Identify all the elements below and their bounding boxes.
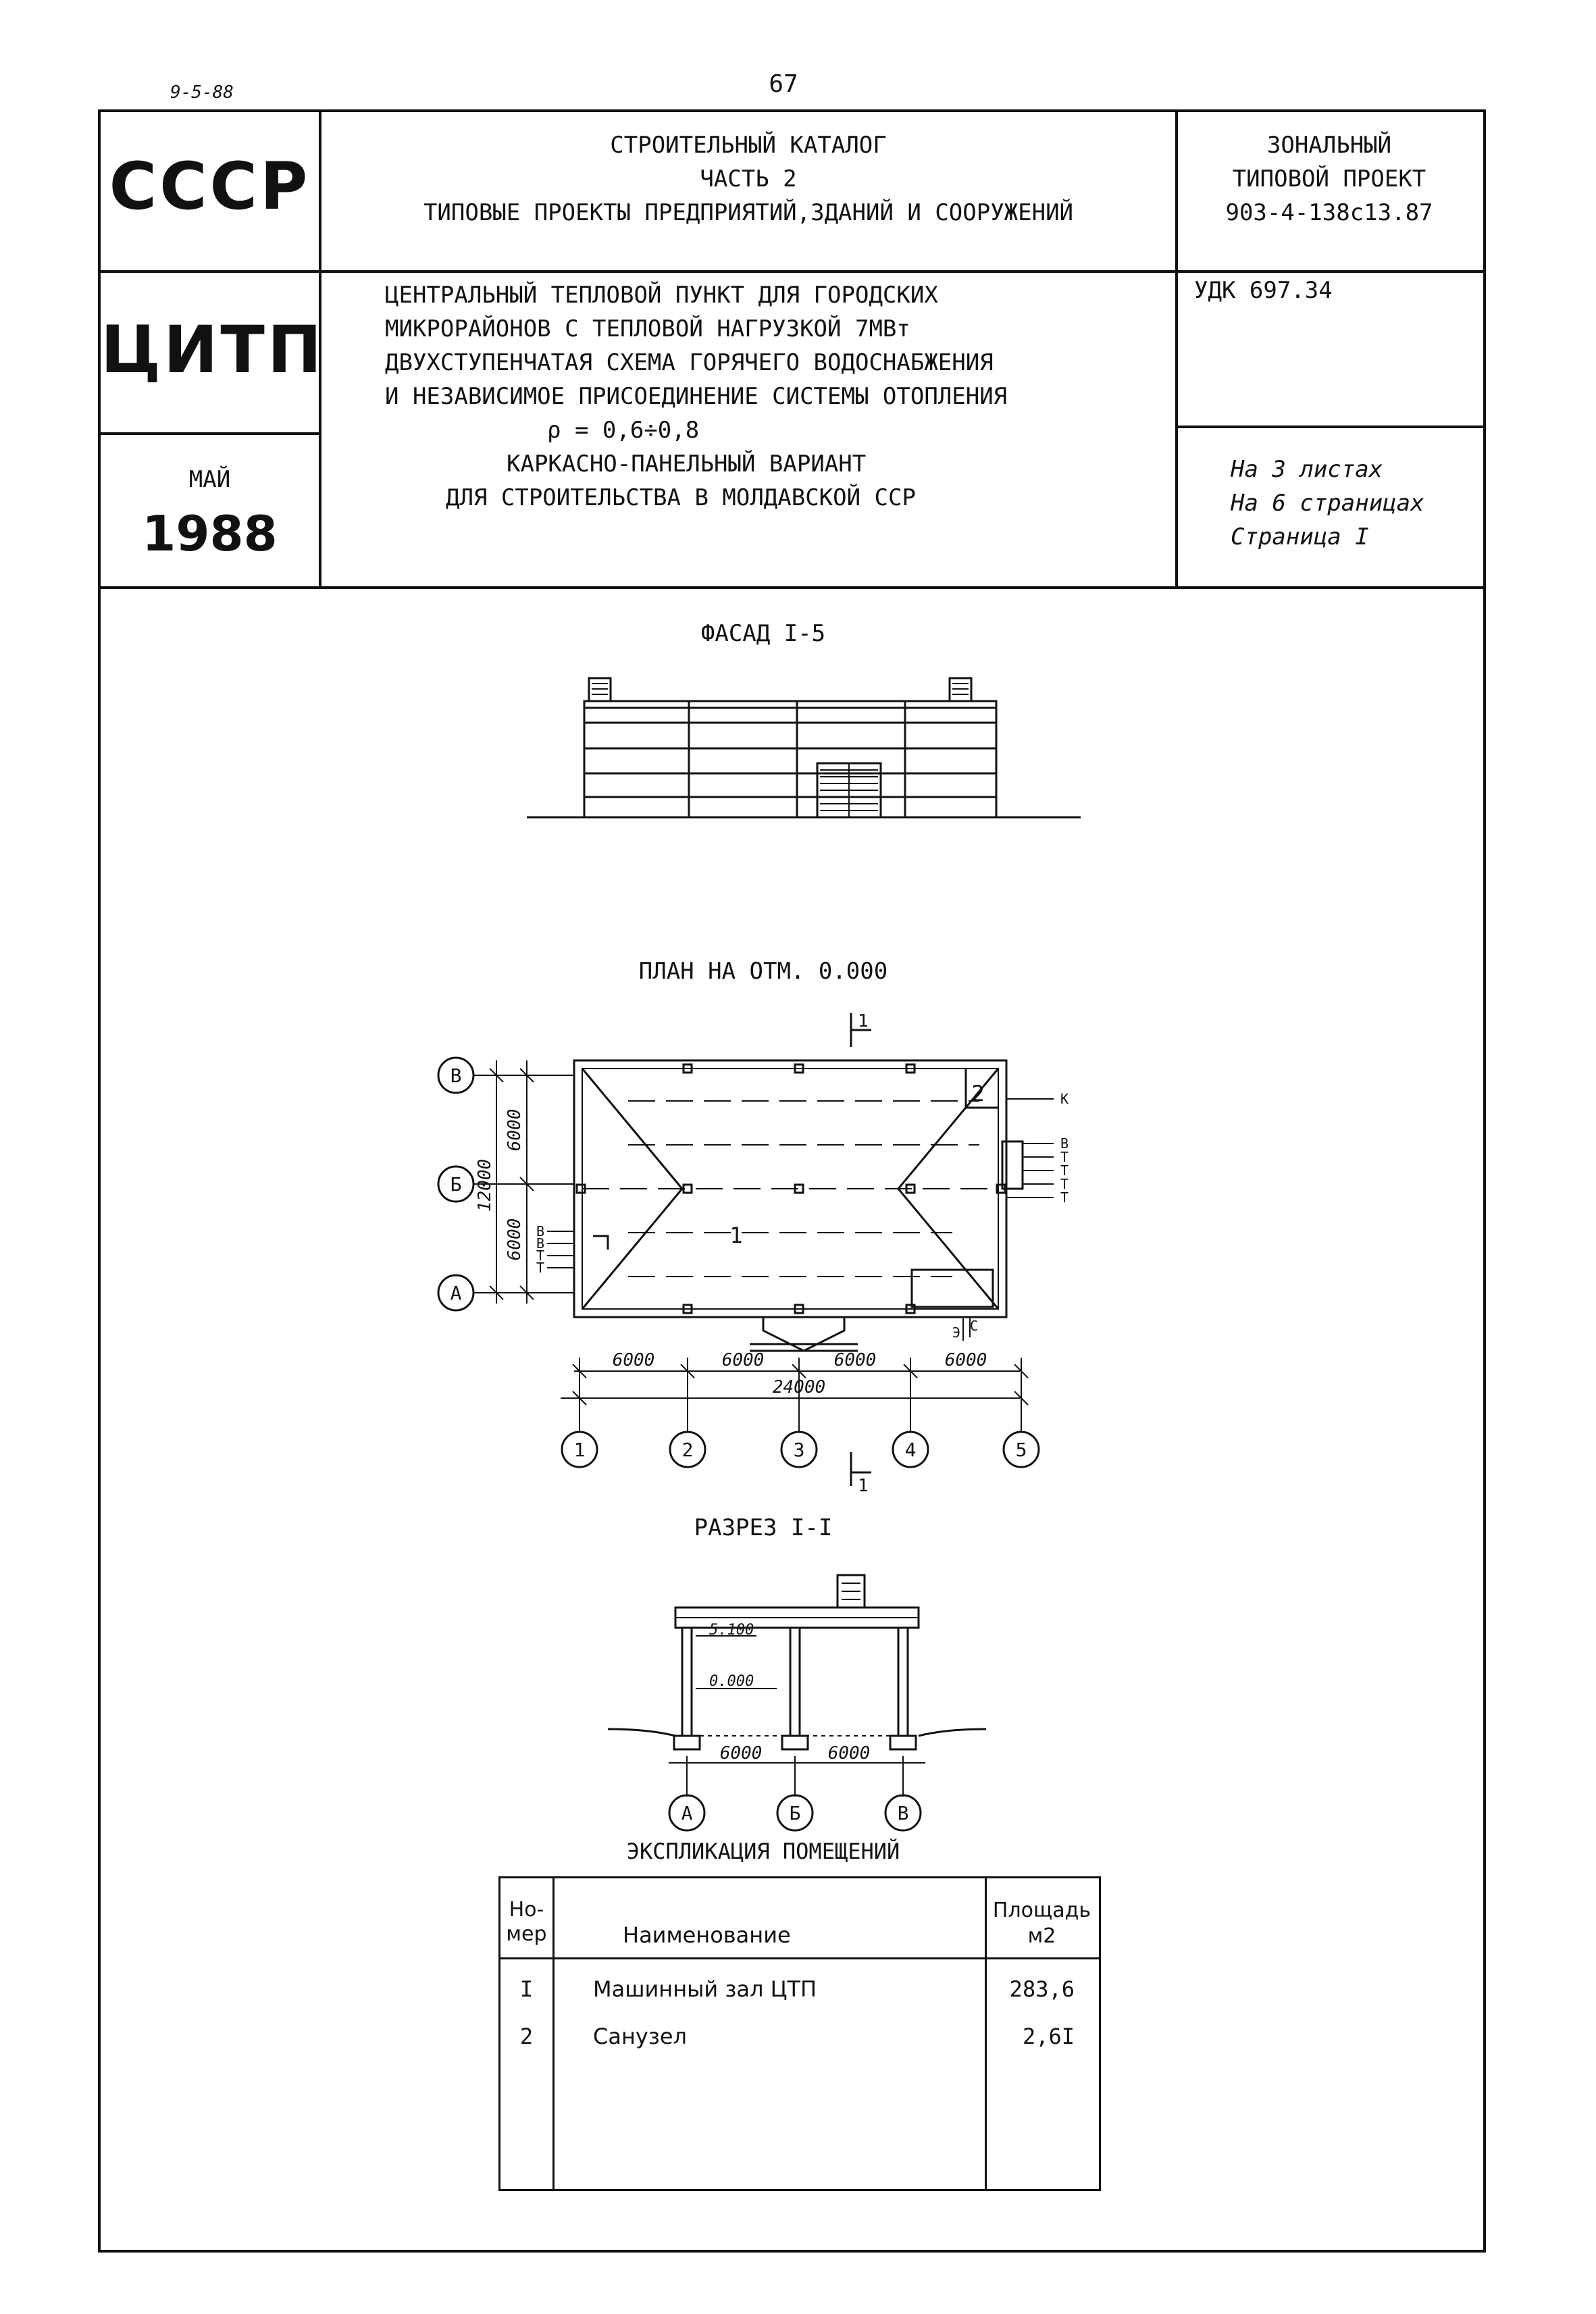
pipe-label: К [1060,1091,1069,1107]
description-line: ЦЕНТРАЛЬНЫЙ ТЕПЛОВОЙ ПУНКТ ДЛЯ ГОРОДСКИХ [385,282,938,309]
udk-code: УДК 697.34 [1194,277,1333,304]
axis-label-a: А [451,1282,462,1304]
year-label: 1988 [142,505,278,562]
axis-label-2: 2 [682,1439,694,1461]
dim-x-4: 6000 [945,1350,987,1370]
axis-label-3: 3 [794,1439,805,1461]
level-top: 5.100 [709,1622,754,1639]
section-axis-a: А [681,1802,693,1824]
page-number: 67 [769,70,798,98]
row-name: Машинный зал ЦТП [593,1976,817,2002]
col-header-area-line: м2 [1027,1924,1056,1948]
dim-y-lower: 6000 [505,1218,525,1261]
abbreviation-label: ЦИТП [101,312,325,388]
col-header-number-line: Но- [509,1898,544,1922]
col-header-area: Площадь м2 [987,1898,1097,1949]
project-type: ЗОНАЛЬНЫЙ ТИПОВОЙ ПРОЕКТ 903-4-138с13.87 [1178,128,1481,230]
project-type-line: ЗОНАЛЬНЫЙ [1266,132,1392,159]
dim-x-total: 24000 [773,1377,825,1397]
col-header-number-line: мер [506,1922,547,1946]
explication-title: ЭКСПЛИКАЦИЯ ПОМЕЩЕНИЙ [626,1839,900,1864]
section-dim-1: 6000 [720,1743,763,1764]
description-line: КАРКАСНО-ПАНЕЛЬНЫЙ ВАРИАНТ [507,451,867,478]
row-area: 283,6 [1009,1976,1075,2002]
section-drawing: 5.100 0.000 6000 6000 А Б В [608,1574,986,1832]
pipe-label: Т [536,1248,544,1264]
dim-y-upper: 6000 [505,1109,525,1152]
section-axis-b: Б [790,1802,801,1824]
section-axis-v: В [898,1802,909,1824]
project-description: ЦЕНТРАЛЬНЫЙ ТЕПЛОВОЙ ПУНКТ ДЛЯ ГОРОДСКИХ… [385,278,1168,515]
pipe-label: Т [1060,1176,1069,1192]
axis-label-4: 4 [905,1439,917,1461]
pipe-label: С [970,1318,978,1334]
pipe-label: Т [536,1260,544,1276]
axis-label-b: Б [451,1173,462,1195]
pipe-label: В [536,1235,544,1252]
col-header-number: Но- мер [500,1898,552,1947]
sheet-info: На 3 листах На 6 страницах Страница I [1231,453,1424,554]
project-code: 903-4-138с13.87 [1225,199,1433,226]
description-line: МИКРОРАЙОНОВ С ТЕПЛОВОЙ НАГРУЗКОЙ 7МВт [385,315,910,342]
plan-title: ПЛАН НА ОТМ. 0.000 [638,958,888,985]
catalog-title: СТРОИТЕЛЬНЫЙ КАТАЛОГ ЧАСТЬ 2 ТИПОВЫЕ ПРО… [321,128,1175,230]
level-zero: 0.000 [709,1673,754,1690]
row-name: Санузел [593,2024,687,2049]
explication-table [498,1876,1101,2191]
project-type-line: ТИПОВОЙ ПРОЕКТ [1232,165,1426,192]
col-header-name: Наименование [623,1922,791,1948]
catalog-line: СТРОИТЕЛЬНЫЙ КАТАЛОГ [610,132,887,159]
sheet-count: На 3 листах [1231,456,1383,483]
facade-drawing [527,677,1081,819]
axis-label-1: 1 [574,1439,586,1461]
catalog-line: ЧАСТЬ 2 [700,165,797,192]
room-label-2: 2 [971,1081,984,1106]
description-line: И НЕЗАВИСИМОЕ ПРИСОЕДИНЕНИЕ СИСТЕМЫ ОТОП… [385,383,1008,410]
dim-x-2: 6000 [722,1350,765,1370]
section-mark-bottom: 1 [858,1476,869,1493]
axis-label-5: 5 [1016,1439,1027,1461]
catalog-line: ТИПОВЫЕ ПРОЕКТЫ ПРЕДПРИЯТИЙ,ЗДАНИЙ И СОО… [423,199,1074,226]
pipe-label: Т [1060,1162,1069,1179]
current-page: Страница I [1231,523,1369,550]
dim-x-1: 6000 [613,1350,655,1370]
plan-drawing: В Б А 12000 6000 6000 6000 6000 6000 600… [437,1011,1069,1493]
dim-x-3: 6000 [834,1350,877,1370]
description-line: ДВУХСТУПЕНЧАТАЯ СХЕМА ГОРЯЧЕГО ВОДОСНАБЖ… [385,349,994,376]
month-label: МАЙ [188,466,231,493]
description-line: ДЛЯ СТРОИТЕЛЬСТВА В МОЛДАВСКОЙ ССР [446,484,916,511]
section-mark-top: 1 [858,1011,869,1031]
pipe-label: Т [1060,1149,1069,1165]
section-title: РАЗРЕЗ I-I [694,1514,833,1541]
pipe-label: Т [1060,1189,1069,1206]
row-number: 2 [519,2024,534,2049]
section-dim-2: 6000 [828,1743,871,1764]
col-header-area-line: Площадь [992,1899,1091,1922]
facade-title: ФАСАД I-5 [700,620,826,647]
pipe-label: В [1060,1135,1069,1152]
description-line: ρ = 0,6÷0,8 [547,417,700,444]
pipe-label: В [536,1223,544,1239]
pipe-label: Э [952,1325,960,1341]
room-label-1: 1 [729,1223,742,1248]
page-count: На 6 страницах [1231,490,1424,517]
page-frame [98,109,1486,2253]
axis-label-v: В [451,1064,462,1087]
row-area: 2,6I [1022,2024,1075,2049]
row-number: I [519,1976,534,2002]
dim-y-total: 12000 [475,1159,495,1212]
country-label: СССР [109,149,311,224]
document-code: 9-5-88 [170,82,234,103]
